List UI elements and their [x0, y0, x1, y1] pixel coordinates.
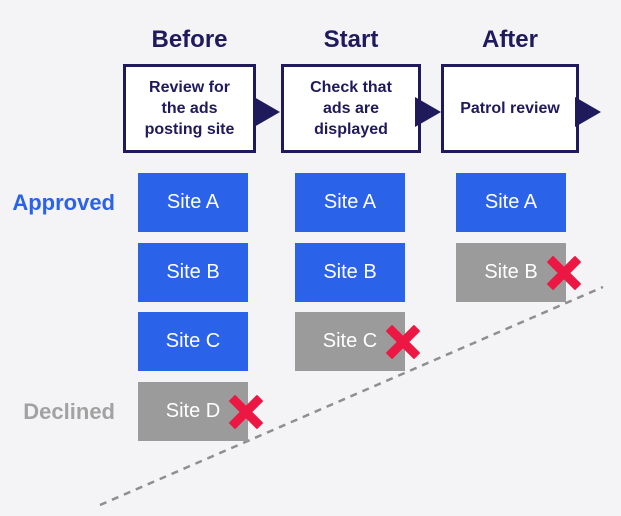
site-label: Site A — [484, 191, 538, 213]
step-text-before: Review for the ads posting site — [144, 79, 235, 138]
site-box-before-site-b: Site B — [138, 243, 248, 302]
right-arrow-icon — [415, 97, 441, 127]
declined-x-icon — [388, 327, 418, 357]
right-arrow-icon — [575, 97, 601, 127]
site-box-start-site-c: Site C — [295, 312, 405, 371]
step-text-after: Patrol review — [460, 100, 560, 117]
step-text-start: Check that ads are displayed — [310, 79, 392, 138]
declined-row-label: Declined — [23, 398, 115, 424]
site-box-before-site-c: Site C — [138, 312, 248, 371]
site-label: Site B — [166, 261, 220, 283]
site-label: Site A — [166, 191, 220, 213]
site-box-start-site-a: Site A — [295, 173, 405, 232]
step-box-before: Review for the ads posting site — [123, 64, 256, 153]
site-box-after-site-a: Site A — [456, 173, 566, 232]
declined-x-icon — [549, 258, 579, 288]
site-box-start-site-b: Site B — [295, 243, 405, 302]
site-label: Site C — [322, 330, 378, 352]
step-box-after: Patrol review — [441, 64, 579, 153]
declined-x-icon — [231, 397, 261, 427]
column-header-before: Before — [151, 26, 228, 53]
step-box-start: Check that ads are displayed — [281, 64, 421, 153]
right-arrow-icon — [254, 97, 280, 127]
site-label: Site B — [484, 261, 538, 283]
site-box-before-site-a: Site A — [138, 173, 248, 232]
column-header-after: After — [481, 26, 538, 53]
site-label: Site C — [165, 330, 221, 352]
site-label: Site B — [323, 261, 377, 283]
column-header-start: Start — [323, 26, 379, 53]
approved-row-label: Approved — [12, 189, 115, 215]
site-label: Site D — [165, 400, 221, 422]
site-box-before-site-d: Site D — [138, 382, 248, 441]
site-label: Site A — [323, 191, 377, 213]
site-box-after-site-b: Site B — [456, 243, 566, 302]
